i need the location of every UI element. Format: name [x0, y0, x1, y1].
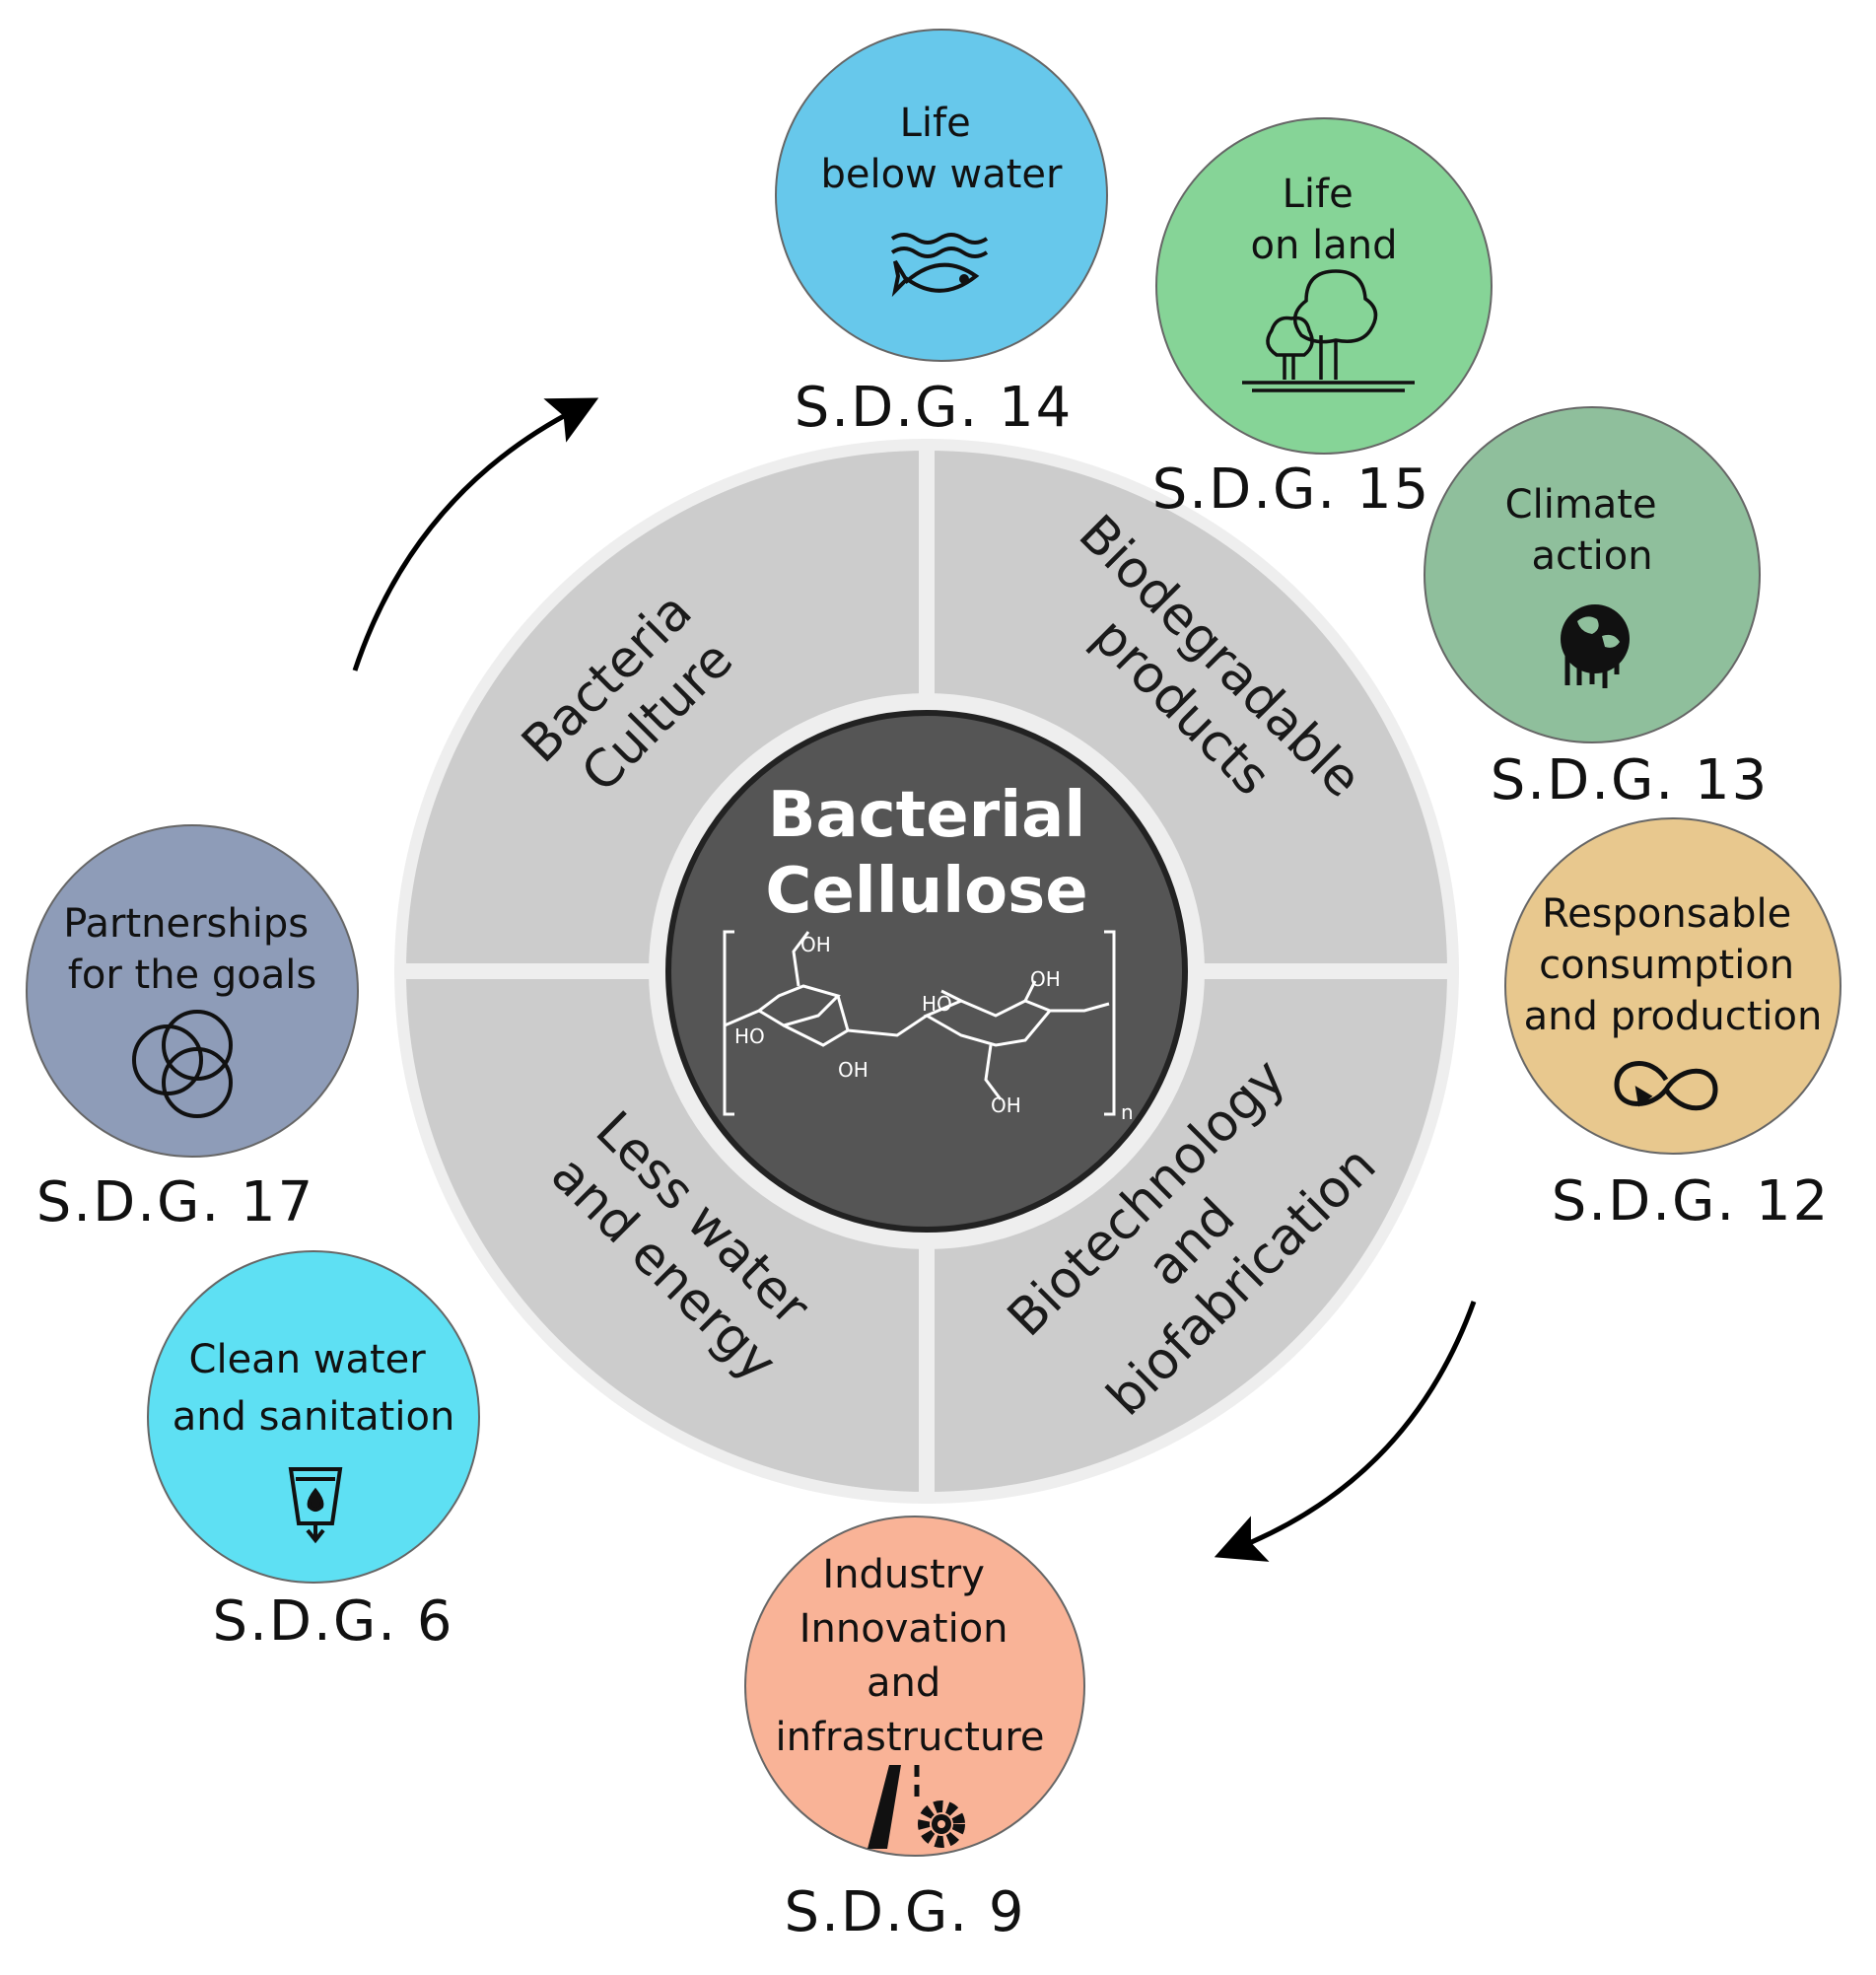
water-glass-icon — [288, 1467, 343, 1544]
goal-circle-sdg14 — [775, 29, 1108, 362]
goal-sdg13: Climate action S.D.G. 13 — [1424, 406, 1770, 812]
goal-text-sdg15: Life on land — [1251, 172, 1398, 268]
goal-text-sdg17: Partnerships for the goals — [63, 901, 321, 998]
center-title-line2: Cellulose — [765, 855, 1087, 928]
goal-circle-sdg6 — [147, 1250, 480, 1584]
fish-icon — [890, 233, 989, 298]
goal-sdg14: Life below water S.D.G. 14 — [775, 29, 1108, 440]
goal-circle-sdg13 — [1424, 406, 1761, 743]
infinity-cycle-icon — [1614, 1061, 1718, 1111]
goal-sdg9: Industry Innovation and infrastructure S… — [744, 1516, 1085, 1944]
center-circle — [665, 710, 1188, 1233]
sdg-label-sdg9: S.D.G. 9 — [785, 1880, 1026, 1944]
goal-circle-sdg12 — [1504, 817, 1841, 1155]
sdg-label-sdg17: S.D.G. 17 — [36, 1170, 315, 1234]
chem-oh-bottom-right: OH — [991, 1093, 1021, 1117]
melting-globe-icon — [1561, 604, 1630, 688]
goal-text-sdg14: Life below water — [821, 101, 1064, 197]
sdg-label-sdg6: S.D.G. 6 — [213, 1589, 454, 1654]
road-gear-icon — [868, 1765, 965, 1849]
goal-circle-sdg15 — [1155, 117, 1493, 455]
chem-oh-top-left: OH — [800, 933, 831, 956]
goal-circle-sdg17 — [26, 824, 359, 1158]
sdg-label-sdg15: S.D.G. 15 — [1152, 458, 1431, 522]
chem-oh-bottom-left: OH — [838, 1058, 869, 1082]
center-hub: Bacterial Cellulose OH HO OH HO OH OH n — [665, 710, 1188, 1233]
goal-text-sdg6: Clean water and sanitation — [173, 1337, 455, 1440]
arrow-bottom-right — [1214, 1301, 1477, 1562]
goal-sdg6: Clean water and sanitation S.D.G. 6 — [147, 1250, 480, 1654]
goal-text-sdg12: Responsable consumption and production — [1524, 891, 1823, 1039]
chem-ho-mid: HO — [922, 992, 952, 1016]
goal-text-sdg13: Climate action — [1505, 482, 1670, 579]
goal-sdg15: Life on land S.D.G. 15 — [1152, 117, 1493, 522]
center-title-line1: Bacterial — [768, 779, 1086, 852]
sdg-label-sdg12: S.D.G. 12 — [1552, 1169, 1831, 1234]
chem-ho-left: HO — [734, 1024, 765, 1048]
arrow-top-left — [352, 397, 599, 671]
goal-circle-sdg9 — [744, 1516, 1085, 1857]
three-rings-icon — [132, 1010, 233, 1118]
goal-sdg12: Responsable consumption and production S… — [1504, 817, 1841, 1234]
sdg-label-sdg13: S.D.G. 13 — [1491, 748, 1770, 812]
goal-text-sdg9: Industry Innovation and infrastructure — [775, 1552, 1044, 1760]
chem-oh-top-right: OH — [1030, 967, 1061, 991]
sdg-label-sdg14: S.D.G. 14 — [795, 376, 1074, 440]
goal-sdg17: Partnerships for the goals S.D.G. 17 — [26, 824, 359, 1234]
cellulose-structure — [723, 930, 1116, 1116]
trees-icon — [1242, 269, 1415, 392]
chem-subscript-n: n — [1121, 1100, 1134, 1124]
